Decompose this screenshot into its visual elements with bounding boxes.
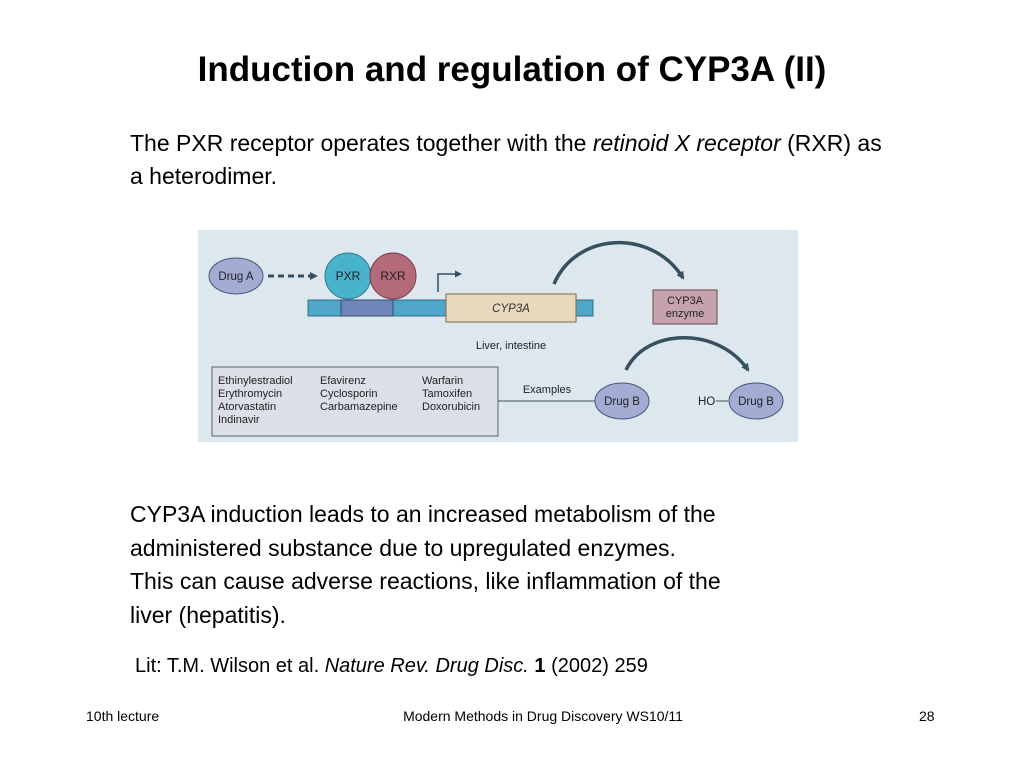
slide-title: Induction and regulation of CYP3A (II) (197, 50, 827, 89)
footer-lecture: 10th lecture (86, 708, 160, 724)
body-line: This can cause adverse reactions, like i… (130, 568, 721, 594)
lit-prefix: Lit: T.M. Wilson et al. (135, 655, 325, 677)
lit-rest: (2002) 259 (545, 655, 648, 677)
enzyme-label-line2: enzyme (666, 308, 705, 320)
cyp3a-gene-label: CYP3A (492, 303, 530, 315)
ho-label: HO (698, 396, 715, 408)
cyp3a-gene-box (445, 293, 577, 323)
metabolism-arrow (624, 336, 750, 372)
examples-table: Ethinylestradiol Efavirenz WarfarinErythro… (218, 375, 480, 426)
transcription-start-arrow (437, 270, 462, 292)
body-line: CYP3A induction leads to an increased me… (130, 501, 716, 527)
pxr-label: PXR (336, 269, 361, 283)
response-element (340, 299, 394, 317)
expression-arrow (552, 241, 685, 285)
drug-b-node (594, 382, 650, 420)
drug-a-label: Drug A (218, 271, 253, 283)
drug-b-label: Drug B (604, 396, 640, 408)
example-drug-name: Erythromycin (218, 388, 282, 400)
examples-label: Examples (523, 384, 572, 396)
drug-b-oh-label: Drug B (738, 396, 774, 408)
example-drug-name: Atorvastatin (218, 401, 276, 413)
pxr-rxr-diagram: Drug A PXR RXR CYP3A Liver, intestine CY… (198, 230, 798, 442)
enzyme-label-line1: CYP3A (667, 295, 704, 307)
intro-text-part2: (RXR) as a heterodimer. (130, 130, 882, 189)
body-line: liver (hepatitis). (130, 601, 286, 628)
example-drug-name: Warfarin (422, 375, 463, 387)
example-drug-name: Tamoxifen (422, 388, 472, 400)
examples-box (211, 366, 499, 437)
body-line: administered substance due to upregulate… (130, 534, 676, 561)
intro-paragraph: The PXR receptor operates together with … (130, 127, 890, 193)
drug-b-oh-node (728, 382, 784, 420)
tissue-label: Liver, intestine (476, 340, 546, 352)
lit-journal: Nature Rev. Drug Disc. (324, 655, 529, 677)
footer-course: Modern Methods in Drug Discovery WS10/11 (403, 708, 683, 724)
cyp3a-enzyme-box (652, 289, 718, 325)
rxr-label: RXR (380, 269, 406, 283)
example-drug-name: Carbamazepine (320, 401, 398, 413)
example-drug-name: Indinavir (218, 414, 260, 426)
literature-reference: Lit: T.M. Wilson et al. Nature Rev. Drug… (135, 652, 895, 680)
intro-text-part1: The PXR receptor operates together with … (130, 130, 593, 156)
body-paragraph: CYP3A induction leads to an increased me… (130, 498, 890, 632)
example-drug-name: Efavirenz (320, 375, 366, 387)
intro-text-italic: retinoid X receptor (592, 130, 781, 156)
footer-page-number: 28 (919, 708, 935, 724)
drug-a-node (208, 257, 264, 295)
lit-volume: 1 (534, 655, 546, 677)
rxr-node (369, 252, 417, 300)
example-drug-name: Cyclosporin (320, 388, 377, 400)
example-drug-name: Ethinylestradiol (218, 375, 293, 387)
example-drug-name: Doxorubicin (422, 401, 480, 413)
